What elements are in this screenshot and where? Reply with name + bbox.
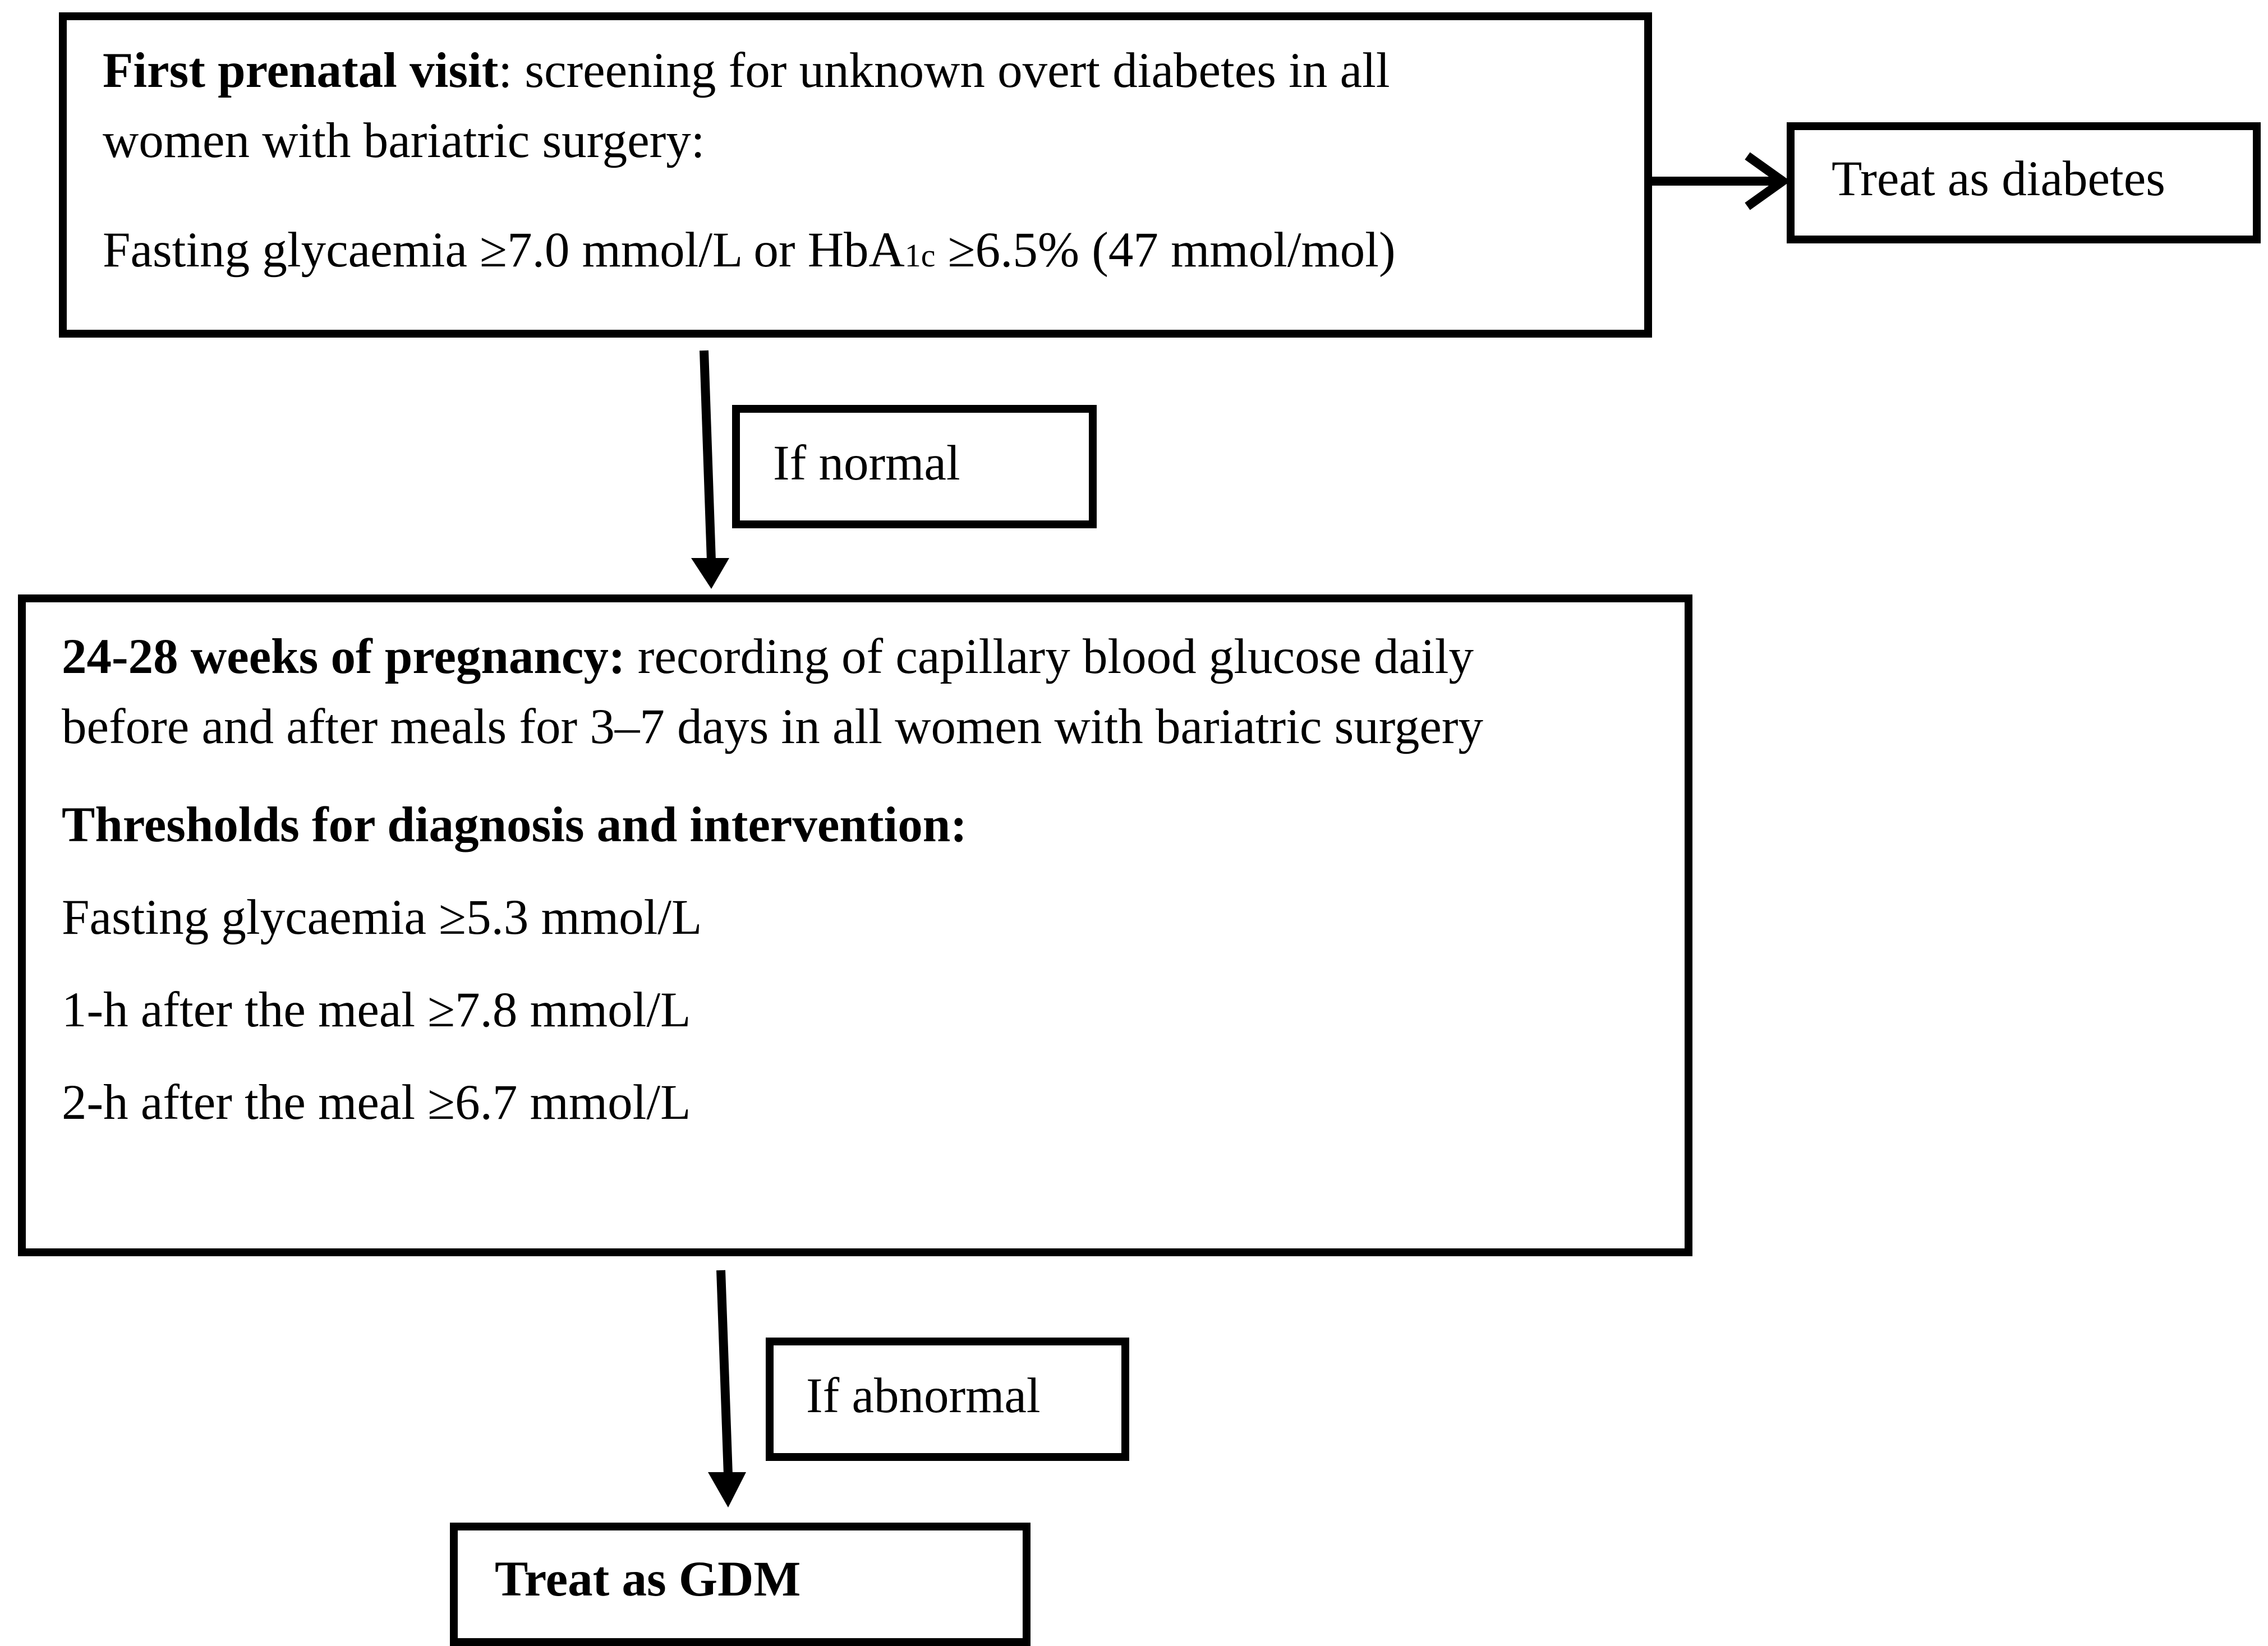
if-abnormal-label: If abnormal xyxy=(806,1368,1041,1423)
criteria-sub: 1c xyxy=(904,237,936,274)
weeks-24-28-line2: before and after meals for 3–7 days in a… xyxy=(62,699,1483,754)
criteria-pre: Fasting glycaemia ≥7.0 mmol/L or HbA xyxy=(103,223,905,278)
first-prenatal-visit-desc: : screening for unknown overt diabetes i… xyxy=(498,43,1390,98)
treat-as-diabetes-label: Treat as diabetes xyxy=(1832,151,2165,206)
if-normal-label: If normal xyxy=(773,436,960,491)
first-prenatal-visit-line1: First prenatal visit: screening for unkn… xyxy=(103,42,1390,99)
if-abnormal-box xyxy=(766,1338,1129,1461)
criteria-post: ≥6.5% (47 mmol/mol) xyxy=(935,223,1396,278)
treat-as-diabetes-box xyxy=(1787,122,2261,243)
weeks-24-28-line1: 24-28 weeks of pregnancy: recording of c… xyxy=(62,628,1474,685)
arrow-to-diabetes-head xyxy=(1745,152,1791,210)
first-prenatal-visit-box xyxy=(59,12,1652,338)
weeks-24-28-heading: 24-28 weeks of pregnancy: xyxy=(62,629,625,684)
arrow-if-normal-head xyxy=(691,558,729,589)
first-prenatal-visit-heading: First prenatal visit xyxy=(103,43,499,98)
arrow-if-abnormal xyxy=(716,1270,733,1476)
arrow-if-abnormal-head xyxy=(708,1472,746,1507)
treat-as-gdm-label: Treat as GDM xyxy=(495,1552,801,1607)
threshold-1h: 1-h after the meal ≥7.8 mmol/L xyxy=(62,983,691,1038)
treat-as-gdm-box xyxy=(450,1523,1031,1646)
threshold-fasting: Fasting glycaemia ≥5.3 mmol/L xyxy=(62,890,702,945)
if-normal-box xyxy=(732,405,1097,528)
threshold-2h: 2-h after the meal ≥6.7 mmol/L xyxy=(62,1075,691,1130)
first-prenatal-visit-criteria: Fasting glycaemia ≥7.0 mmol/L or HbA1c ≥… xyxy=(103,222,1396,279)
weeks-24-28-box xyxy=(18,594,1692,1256)
arrow-if-normal xyxy=(700,350,716,561)
weeks-24-28-desc: recording of capillary blood glucose dai… xyxy=(625,629,1474,684)
thresholds-heading: Thresholds for diagnosis and interventio… xyxy=(62,797,967,852)
first-prenatal-visit-line2: women with bariatric surgery: xyxy=(103,113,705,168)
